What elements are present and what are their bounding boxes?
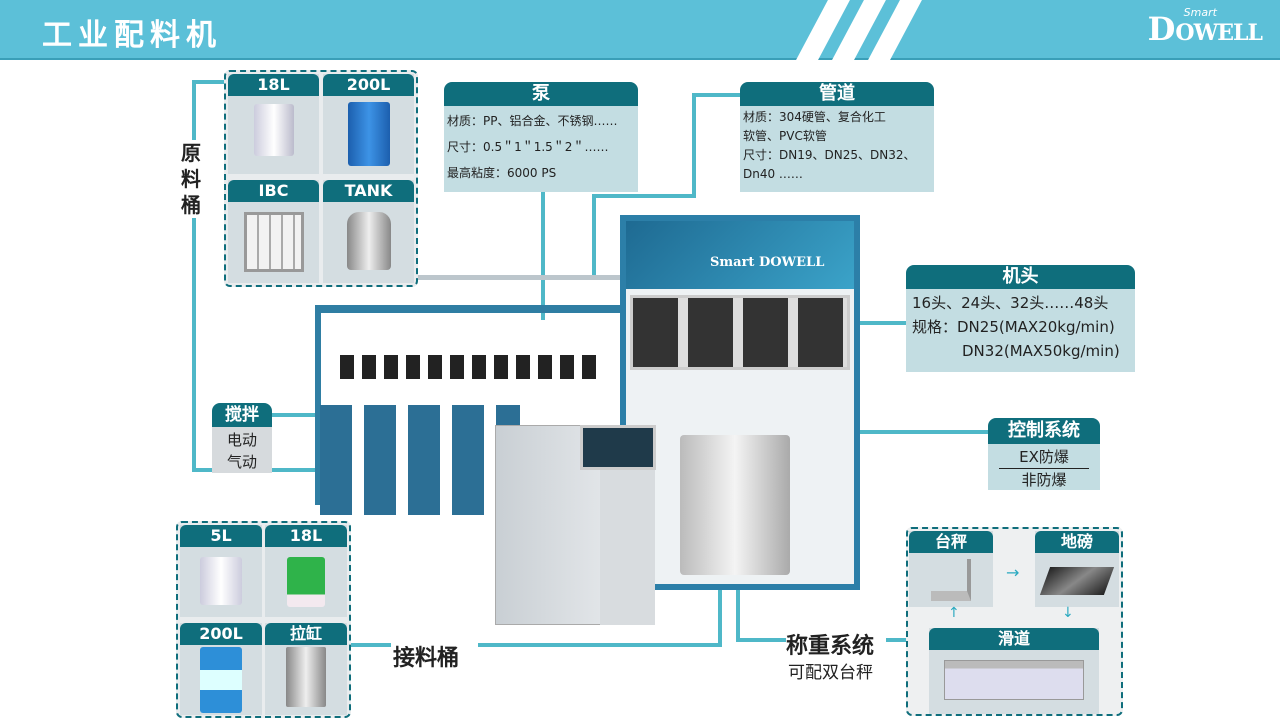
connector-line bbox=[541, 192, 545, 320]
tank-cart-icon bbox=[286, 647, 326, 707]
ibc-icon bbox=[243, 212, 304, 272]
stir-box: 搅拌 电动气动 bbox=[212, 403, 272, 473]
pump-box: 泵 材质：PP、铝合金、不锈钢……尺寸：0.5＂1＂1.5＂2＂……最高粘度：6… bbox=[444, 82, 638, 192]
head-box: 机头 16头、24头、32头……48头规格：DN25(MAX20kg/min)D… bbox=[906, 265, 1135, 372]
receiving-label: 接料桶 bbox=[393, 646, 460, 671]
tank-icon bbox=[346, 212, 391, 270]
can-icon bbox=[200, 557, 242, 605]
weighing-panel: 台秤 地磅 → ↑ ↓ 滑道 bbox=[906, 527, 1123, 716]
receiving-item: 200L bbox=[180, 623, 262, 715]
connector-line bbox=[886, 638, 908, 642]
raw-material-item: TANK bbox=[323, 180, 414, 283]
connector-line bbox=[736, 570, 740, 642]
receiving-item: 拉缸 bbox=[265, 623, 347, 715]
raw-material-item: 18L bbox=[228, 74, 319, 174]
arrow-up-icon: ↑ bbox=[948, 605, 960, 621]
weighing-item: 台秤 bbox=[909, 531, 993, 607]
control-box: 控制系统 EX防爆非防爆 bbox=[988, 418, 1100, 490]
machine-illustration: Smart DOWELL bbox=[300, 215, 870, 630]
roller-conveyor-icon bbox=[944, 660, 1084, 700]
raw-material-label: 原料桶 bbox=[176, 140, 206, 218]
drum-icon bbox=[347, 102, 390, 166]
connector-line bbox=[272, 413, 340, 417]
pail-icon bbox=[253, 104, 294, 156]
machine-logo: Smart DOWELL bbox=[710, 255, 825, 270]
weighing-item: 地磅 bbox=[1035, 531, 1119, 607]
green-pail-icon bbox=[287, 557, 325, 607]
weighing-item: 滑道 bbox=[929, 628, 1099, 714]
receiving-item: 18L bbox=[265, 525, 347, 617]
arrow-right-icon: → bbox=[1006, 563, 1020, 582]
weighing-sub: 可配双台秤 bbox=[788, 663, 873, 683]
connector-line bbox=[192, 80, 224, 84]
header-bar bbox=[0, 0, 1280, 60]
drum-icon bbox=[200, 647, 242, 713]
raw-material-panel: 18L 200L IBC TANK bbox=[224, 70, 418, 287]
pipe-box: 管道 材质：304硬管、复合化工软管、PVC软管尺寸：DN19、DN25、DN3… bbox=[740, 82, 934, 192]
connector-line bbox=[592, 194, 696, 198]
platform-scale-icon bbox=[931, 559, 971, 601]
connector-line bbox=[351, 643, 391, 647]
raw-material-item: 200L bbox=[323, 74, 414, 174]
receiving-item: 5L bbox=[180, 525, 262, 617]
arrow-down-icon: ↓ bbox=[1062, 605, 1074, 621]
weighing-label: 称重系统 bbox=[786, 634, 875, 659]
floor-scale-icon bbox=[1039, 567, 1115, 595]
connector-line bbox=[692, 93, 742, 97]
connector-line bbox=[592, 194, 596, 280]
connector-line bbox=[736, 638, 786, 642]
receiving-panel: 5L 18L 200L 拉缸 bbox=[176, 521, 351, 718]
connector-line bbox=[692, 93, 696, 197]
connector-line bbox=[478, 643, 722, 647]
connector-line bbox=[192, 80, 196, 472]
page-title: 工业配料机 bbox=[42, 18, 222, 53]
raw-material-item: IBC bbox=[228, 180, 319, 283]
